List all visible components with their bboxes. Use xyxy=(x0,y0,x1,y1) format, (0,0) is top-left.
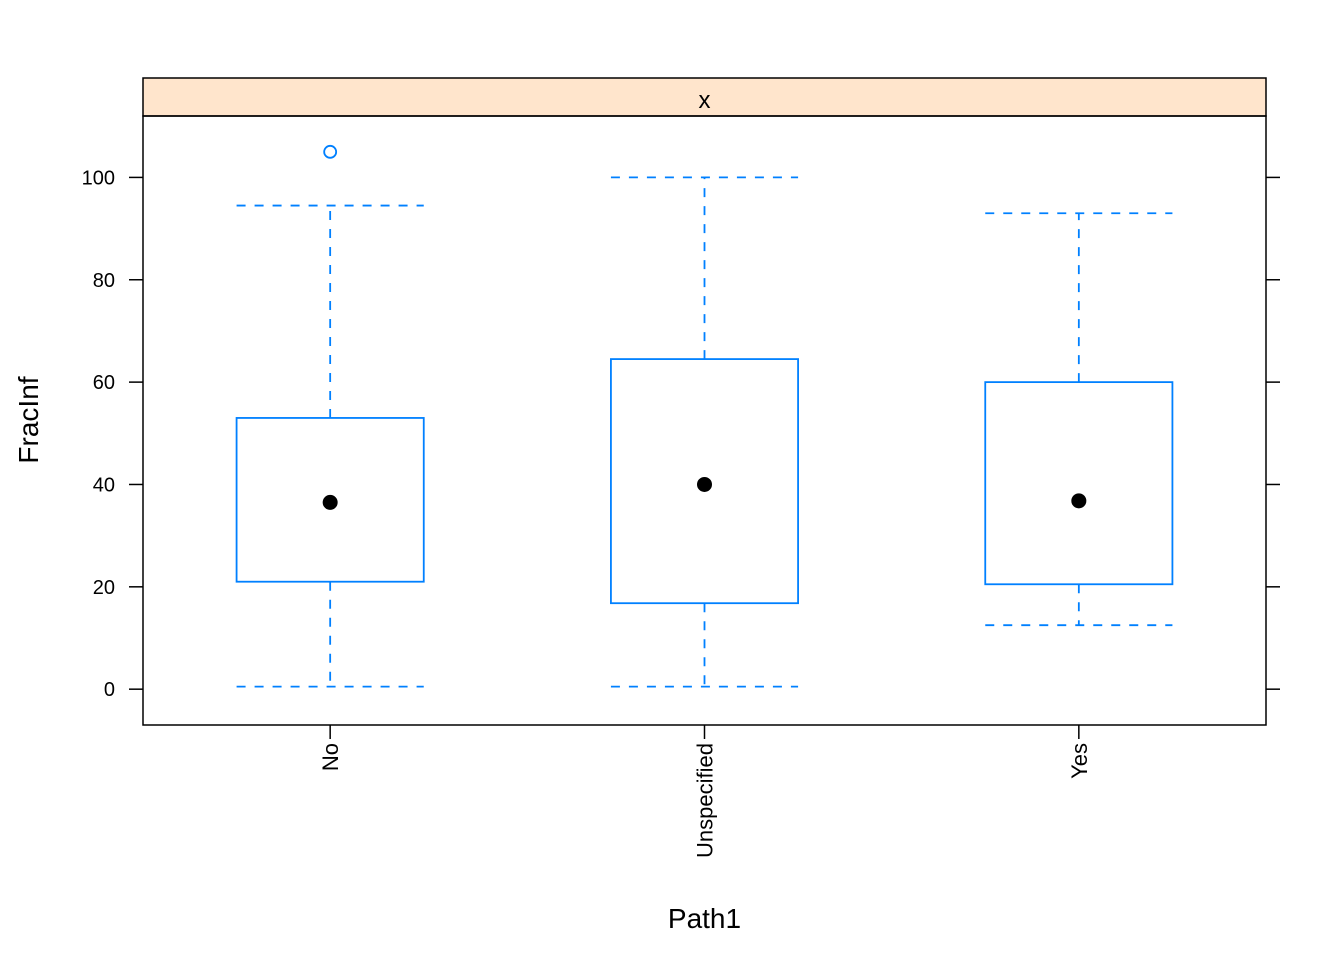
iqr-box xyxy=(235,417,425,583)
y-axis-title: FracInf xyxy=(13,376,44,463)
y-tick-label: 60 xyxy=(93,372,115,394)
y-tick-label: 20 xyxy=(93,577,115,599)
median-dot xyxy=(322,494,338,510)
y-tick-label: 0 xyxy=(104,679,115,701)
x-tick-label: No xyxy=(318,743,343,771)
iqr-box xyxy=(610,358,799,605)
x-tick-label: Unspecified xyxy=(693,743,718,858)
x-tick-label: Yes xyxy=(1067,743,1092,779)
x-axis-title: Path1 xyxy=(668,903,741,934)
outlier-point xyxy=(323,144,338,159)
strip-header xyxy=(142,77,1267,117)
boxplot-yes xyxy=(984,212,1174,627)
strip-label: x xyxy=(699,87,711,114)
boxplot-unspecified xyxy=(610,176,799,688)
median-dot xyxy=(1071,493,1087,509)
y-tick-label: 100 xyxy=(82,167,115,189)
iqr-box xyxy=(984,381,1174,586)
y-tick-label: 40 xyxy=(93,474,115,496)
y-tick-label: 80 xyxy=(93,270,115,292)
boxplot-no xyxy=(235,144,425,688)
median-dot xyxy=(697,476,712,492)
boxplots xyxy=(235,144,1174,688)
